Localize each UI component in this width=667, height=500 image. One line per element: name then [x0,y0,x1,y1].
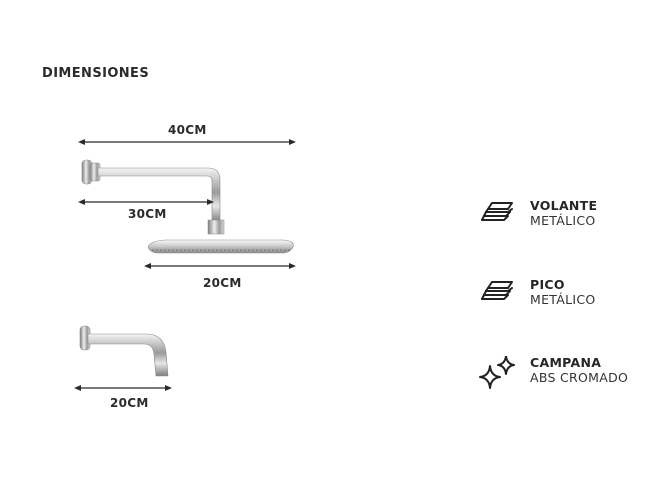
dimension-line-30cm [78,199,214,205]
stacked-layers-icon [481,202,513,221]
dimension-label-30cm: 30CM [128,207,167,221]
stacked-layers-icon [481,281,513,300]
dimension-label-40cm: 40CM [168,123,207,137]
sparkle-icon [479,356,515,389]
tub-spout [79,325,169,377]
feature-subtitle: ABS CROMADO [530,370,629,385]
feature-title: VOLANTE [530,198,598,213]
shower-arm [81,159,225,235]
feature-campana: CAMPANA ABS CROMADO [478,355,658,400]
feature-pico: PICO METÁLICO [478,277,658,322]
feature-subtitle: METÁLICO [530,292,596,307]
dimension-line-head-20cm [144,263,296,269]
section-title: DIMENSIONES [42,66,150,81]
feature-subtitle: METÁLICO [530,213,596,228]
dimension-label-head-20cm: 20CM [203,276,242,290]
dimension-label-spout-20cm: 20CM [110,396,149,410]
feature-title: PICO [530,277,565,292]
feature-title: CAMPANA [530,355,602,370]
shower-head [147,239,294,254]
dimension-line-40cm [78,139,296,145]
feature-volante: VOLANTE METÁLICO [478,198,658,243]
dimension-line-spout-20cm [74,385,172,391]
